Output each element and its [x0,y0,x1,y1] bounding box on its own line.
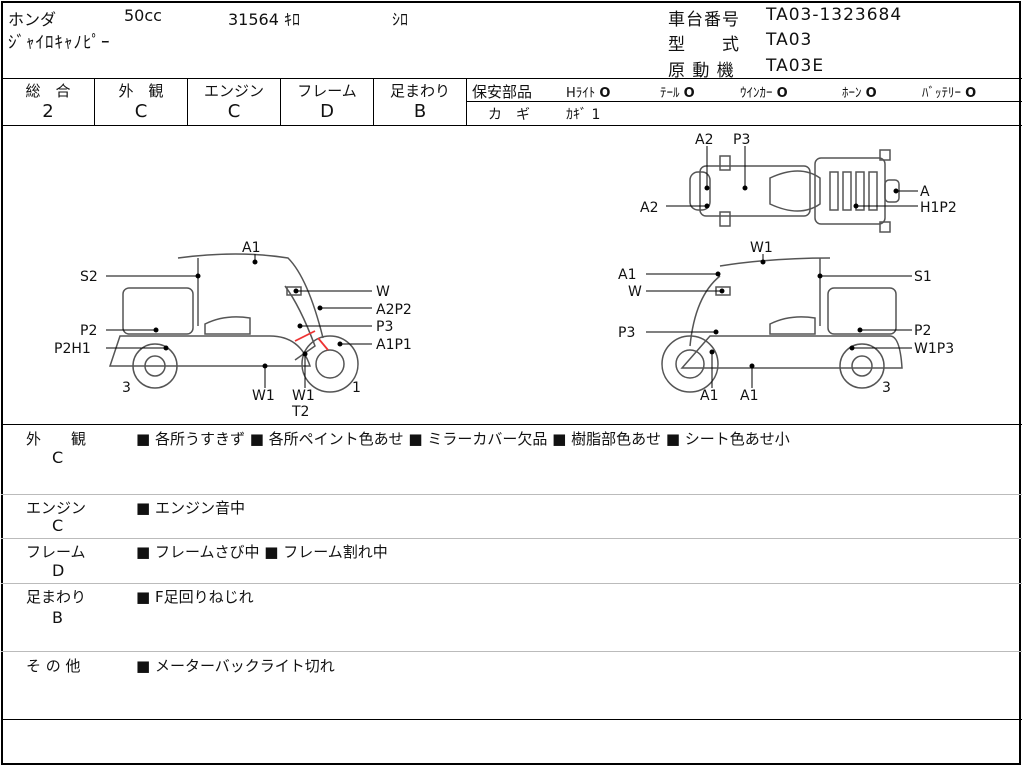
label-left-w1b: W1 [292,388,315,404]
section-grade-suspension: B [52,608,63,627]
divider [1,78,1022,79]
label-right-w1p3: W1P3 [914,341,954,357]
divider [1,583,1022,584]
scooter-top-view [689,149,900,233]
grade-value-frame: D [320,101,334,122]
section-grade-engine: C [52,516,64,535]
divider [1,651,1022,652]
damage-diagram: A2 P3 A2 A H1P2 A1 S2 W A2P2 P3 P2 A1P1 … [54,132,957,420]
section-grade-frame: D [52,561,65,580]
label-left-3: 3 [122,380,131,396]
model-name: ｼﾞｬｲﾛｷｬﾉﾋﾟｰ [8,33,111,53]
grade-label-overall: 総 合 [25,82,71,100]
chassis-label: 車台番号 [668,10,740,30]
label-left-p2h1: P2H1 [54,341,91,357]
safety-item-tail: ﾃｰﾙ O [660,86,695,101]
grade-label-exterior: 外 観 [118,82,164,100]
section-text-engine: ■ エンジン音中 [136,499,245,517]
section-text-other: ■ メーターバックライト切れ [136,657,335,675]
divider [1,719,1022,720]
label-top-a: A [920,184,930,200]
divider [1,538,1022,539]
label-right-s1: S1 [914,269,932,285]
label-top-a2: A2 [695,132,713,148]
section-title-suspension: 足まわり [26,588,87,606]
label-top-a2-left: A2 [640,200,658,216]
safety-item-winker: ｳｲﾝｶｰ O [740,86,788,101]
key-value: ｶｷﾞ 1 [566,107,601,123]
section-title-engine: エンジン [26,499,87,517]
label-left-a1: A1 [242,240,260,256]
section-title-frame: フレーム [26,543,86,561]
label-top-p3: P3 [733,132,750,148]
label-left-w: W [376,284,390,300]
label-right-w: W [628,284,642,300]
label-left-a1p1: A1P1 [376,337,412,353]
mileage: 31564 ｷﾛ [228,10,300,29]
grade-label-frame: フレーム [297,82,357,100]
displacement: 50cc [124,6,162,25]
safety-item-battery: ﾊﾞｯﾃﾘｰ O [922,86,977,101]
grade-label-suspension: 足まわり [389,82,450,100]
divider [280,78,281,125]
label-right-a1b: A1 [700,388,718,404]
label-right-w1: W1 [750,240,773,256]
label-right-p3: P3 [618,325,635,341]
type-label: 型 式 [668,35,740,55]
divider [1,494,1022,495]
label-left-t2: T2 [291,404,309,420]
grade-value-exterior: C [134,101,148,122]
key-label: カ ギ [488,107,530,123]
chassis-value: TA03-1323684 [766,5,903,25]
safety-item-headlight: Hﾗｲﾄ O [566,86,611,101]
label-left-1: 1 [352,380,361,396]
engine-value: TA03E [766,56,825,76]
label-right-a1c: A1 [740,388,758,404]
section-text-frame: ■ フレームさび中 ■ フレーム割れ中 [136,543,388,561]
section-text-exterior: ■ 各所うすきず ■ 各所ペイント色あせ ■ ミラーカバー欠品 ■ 樹脂部色あせ… [136,430,790,448]
grade-value-overall: 2 [42,101,54,122]
divider [1,125,1022,126]
label-right-a1: A1 [618,267,636,283]
grade-label-engine: エンジン [203,82,264,100]
grade-value-suspension: B [413,101,427,122]
label-left-w1a: W1 [252,388,275,404]
scooter-right-view [661,257,903,393]
label-right-p2: P2 [914,323,931,339]
divider [373,78,374,125]
label-left-a2p2: A2P2 [376,302,412,318]
divider [187,78,188,125]
section-title-other: そ の 他 [26,657,81,675]
safety-item-horn: ﾎｰﾝ O [842,86,877,101]
scooter-left-view [108,253,359,393]
section-grade-exterior: C [52,448,64,467]
section-text-suspension: ■ F足回りねじれ [136,588,254,606]
label-right-3: 3 [882,380,891,396]
label-left-p2: P2 [80,323,97,339]
divider [1,424,1022,425]
type-value: TA03 [766,30,813,50]
engine-label: 原 動 機 [668,61,735,81]
divider [466,101,1022,102]
label-left-p3: P3 [376,319,393,335]
safety-label: 保安部品 [472,83,533,101]
label-left-s2: S2 [80,269,98,285]
grade-value-engine: C [227,101,241,122]
color: ｼﾛ [392,10,409,29]
label-top-h1p2: H1P2 [920,200,957,216]
maker: ホンダ [8,10,57,29]
divider [94,78,95,125]
section-title-exterior: 外 観 [26,430,87,448]
